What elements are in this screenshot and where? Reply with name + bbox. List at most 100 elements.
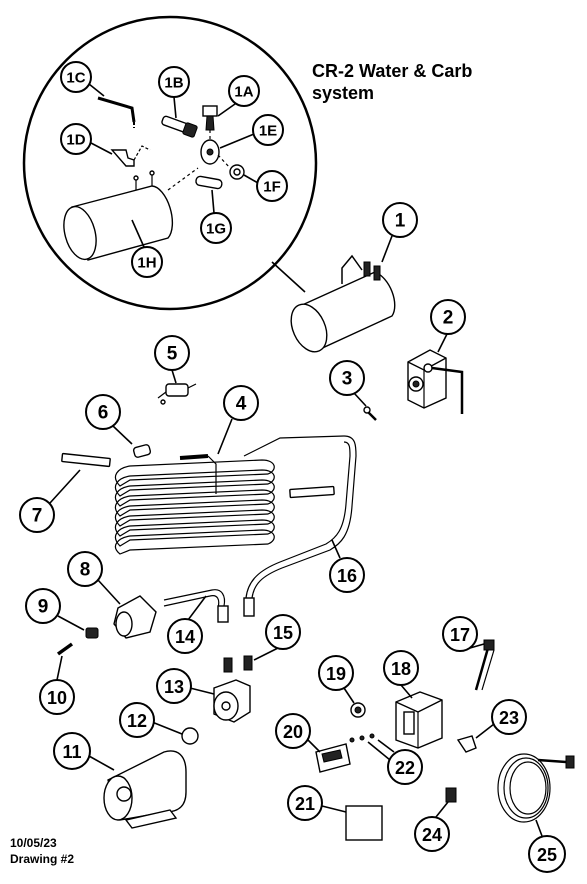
callout-1b: 1B xyxy=(158,66,190,98)
callout-3: 3 xyxy=(329,360,365,396)
callout-circle xyxy=(287,785,323,821)
callout-18: 18 xyxy=(383,650,419,686)
callout-15: 15 xyxy=(265,614,301,650)
callout-label: 1C xyxy=(66,70,85,87)
carbonator-tank xyxy=(290,235,396,353)
callout-label: 1G xyxy=(206,221,226,238)
grommet-19 xyxy=(343,687,366,718)
callout-22: 22 xyxy=(387,749,423,785)
callout-label: 14 xyxy=(175,627,195,647)
callout-circle xyxy=(252,114,284,146)
detail-fitting-1g xyxy=(195,175,223,190)
callout-circle xyxy=(119,702,155,738)
clip-23 xyxy=(456,723,495,753)
fitting-9 xyxy=(57,615,99,639)
callout-label: 6 xyxy=(98,403,109,424)
callout-9: 9 xyxy=(25,588,61,624)
callout-circle xyxy=(25,588,61,624)
probe-17 xyxy=(469,639,495,691)
callout-4: 4 xyxy=(223,385,259,421)
callout-1e: 1E xyxy=(252,114,284,146)
callout-label: 8 xyxy=(80,560,91,581)
callout-17: 17 xyxy=(442,616,478,652)
callout-6: 6 xyxy=(85,394,121,430)
pump-control xyxy=(407,333,464,414)
callout-1d: 1D xyxy=(60,123,92,155)
callout-label: 19 xyxy=(326,664,346,684)
sleeve xyxy=(112,425,152,458)
title-line-1: CR-2 Water & Carb xyxy=(312,61,473,81)
check-valve xyxy=(157,369,197,405)
callout-circle xyxy=(85,394,121,430)
callout-circle xyxy=(67,551,103,587)
detail-fitting-1d xyxy=(110,145,151,167)
detail-leaders xyxy=(88,83,259,248)
callout-label: 2 xyxy=(443,308,454,329)
callout-circle xyxy=(318,655,354,691)
callout-circle xyxy=(265,614,301,650)
callout-1: 1 xyxy=(382,202,418,238)
detail-assembly-lines xyxy=(167,130,231,191)
callout-circle xyxy=(430,299,466,335)
clip-strip xyxy=(49,452,111,504)
callout-8: 8 xyxy=(67,551,103,587)
callout-label: 24 xyxy=(422,825,442,845)
tube-14 xyxy=(163,589,229,623)
callout-label: 21 xyxy=(295,794,315,814)
callout-1a: 1A xyxy=(228,75,260,107)
control-board-20 xyxy=(307,739,351,773)
callout-16: 16 xyxy=(329,557,365,593)
callout-label: 13 xyxy=(164,677,184,697)
callout-circle xyxy=(39,679,75,715)
fittings-15 xyxy=(223,647,279,673)
callout-21: 21 xyxy=(287,785,323,821)
callout-label: 4 xyxy=(236,394,247,415)
clamp-12 xyxy=(151,721,199,745)
callout-circle xyxy=(442,616,478,652)
callout-circle xyxy=(491,699,527,735)
callout-circle xyxy=(154,335,190,371)
callout-circle xyxy=(383,650,419,686)
callout-circle xyxy=(156,668,192,704)
callout-label: 12 xyxy=(127,711,147,731)
callout-label: 15 xyxy=(273,623,293,643)
callout-circle xyxy=(60,123,92,155)
drawing-number: Drawing #2 xyxy=(10,852,75,866)
callout-label: 9 xyxy=(38,597,49,618)
callout-circle xyxy=(131,246,163,278)
callout-circle xyxy=(256,170,288,202)
callout-label: 3 xyxy=(342,369,353,390)
callout-circle xyxy=(387,749,423,785)
callout-1c: 1C xyxy=(60,61,92,93)
screw-part xyxy=(353,392,377,421)
callout-1f: 1F xyxy=(256,170,288,202)
callout-circle xyxy=(329,360,365,396)
callout-label: 25 xyxy=(537,845,557,865)
callout-circle xyxy=(223,385,259,421)
drawing-date: 10/05/23 xyxy=(10,836,57,850)
callout-label: 1D xyxy=(66,132,85,149)
power-cord-25 xyxy=(497,753,575,837)
pump-head xyxy=(97,579,157,639)
tube-16 xyxy=(243,435,357,617)
diagram-title: CR-2 Water & Carb system xyxy=(312,60,472,104)
callout-circle xyxy=(228,75,260,107)
callout-circle xyxy=(382,202,418,238)
callout-23: 23 xyxy=(491,699,527,735)
callout-label: 22 xyxy=(395,758,415,778)
callout-24: 24 xyxy=(414,816,450,852)
callout-circle xyxy=(414,816,450,852)
callout-circle xyxy=(528,835,566,873)
callout-circle xyxy=(158,66,190,98)
callout-7: 7 xyxy=(19,497,55,533)
callout-label: 5 xyxy=(167,344,178,365)
callout-label: 11 xyxy=(62,742,81,762)
callout-label: 1A xyxy=(234,84,253,101)
callout-circle xyxy=(53,732,91,770)
detail-fitting-1f xyxy=(229,164,245,180)
callout-10: 10 xyxy=(39,679,75,715)
detail-connector xyxy=(271,261,306,293)
